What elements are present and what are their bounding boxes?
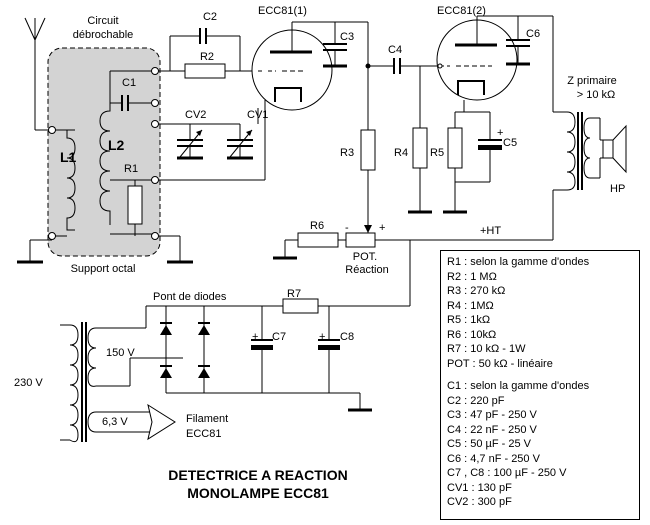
legend-item: CV1 : 130 pF: [447, 481, 512, 494]
output-transformer: [566, 111, 601, 191]
label-c8-plus: +: [319, 331, 325, 343]
resistor-r4: [408, 66, 432, 214]
diagram-subtitle: MONOLAMPE ECC81: [187, 485, 329, 501]
legend-item: C5 : 50 µF - 25 V: [447, 438, 531, 450]
label-ht: +HT: [480, 225, 501, 237]
legend-item: R2 : 1 MΩ: [447, 270, 497, 283]
label-cv1: CV1: [247, 109, 268, 121]
legend-gap: [447, 371, 633, 379]
legend-item: C2 : 220 pF: [447, 394, 505, 407]
legend-item: POT : 50 kΩ - linéaire: [447, 357, 553, 370]
label-c6: C6: [526, 28, 540, 40]
capacitor-c5: [478, 112, 502, 182]
ground-symbols: [17, 235, 193, 264]
label-c1: C1: [122, 77, 136, 89]
label-hp: HP: [610, 183, 625, 195]
label-c7: C7: [272, 331, 286, 343]
label-l1: L1: [60, 149, 77, 165]
label-c8: C8: [340, 331, 354, 343]
label-filament: Filament: [186, 413, 228, 425]
label-r5: R5: [430, 147, 444, 159]
label-tube2: ECC81(2): [437, 5, 486, 17]
label-z-primary: Z primaire: [567, 75, 617, 87]
label-r4: R4: [394, 147, 408, 159]
label-c3: C3: [340, 31, 354, 43]
resistor-r3: [360, 129, 376, 229]
diode-bridge: [160, 306, 210, 394]
resistor-r6: [273, 232, 346, 260]
label-pot-minus: -: [345, 222, 349, 234]
capacitor-c8: [318, 306, 340, 393]
resistor-r7: [282, 239, 411, 314]
label-c7-plus: +: [252, 331, 258, 343]
legend-item: R1 : selon la gamme d'ondes: [447, 256, 590, 268]
legend-item: C3 : 47 pF - 250 V: [447, 409, 537, 421]
label-l2: L2: [108, 137, 125, 153]
label-r6: R6: [310, 220, 324, 232]
loudspeaker: [600, 124, 627, 174]
legend-item: CV2 : 300 pF: [447, 496, 512, 508]
label-support-octal: Support octal: [71, 263, 136, 275]
label-reaction: Réaction: [345, 264, 388, 276]
legend-item: R7 : 10 kΩ - 1W: [447, 343, 526, 355]
tube-ecc81-2: [436, 19, 518, 101]
label-secondary: 150 V: [106, 347, 135, 359]
label-c5-plus: +: [497, 127, 503, 139]
variable-capacitor-cv1: [190, 108, 259, 160]
label-r7: R7: [287, 288, 301, 300]
legend-item: R4 : 1MΩ: [447, 299, 494, 312]
label-c4: C4: [388, 44, 402, 56]
plugin-pins: [48, 67, 159, 240]
capacitor-c7: [251, 306, 273, 393]
label-c5: C5: [503, 137, 517, 149]
resistor-r1: [110, 179, 155, 236]
label-diode-bridge: Pont de diodes: [153, 291, 227, 303]
diagram-title: DETECTRICE A REACTION: [168, 467, 347, 483]
label-pot-plus: +: [379, 222, 385, 234]
label-circuit: Circuit: [87, 15, 118, 27]
capacitor-c2: [159, 28, 241, 72]
label-c2: C2: [203, 11, 217, 23]
legend-item: R3 : 270 kΩ: [447, 285, 506, 297]
label-r2: R2: [200, 51, 214, 63]
label-pot: POT.: [353, 251, 377, 263]
potentiometer-reaction: [345, 220, 376, 248]
coil-l2: [99, 103, 111, 225]
label-r3: R3: [340, 147, 354, 159]
tube-ecc81-1: [251, 29, 333, 111]
legend-item: C7 , C8 : 100 µF - 250 V: [447, 467, 567, 479]
resistor-r5: [443, 100, 490, 214]
mains-transformer: [60, 322, 97, 443]
legend-item: C1 : selon la gamme d'ondes: [447, 380, 590, 392]
label-z-value: > 10 kΩ: [577, 89, 616, 101]
legend-item: R5 : 1kΩ: [447, 314, 491, 326]
label-mains: 230 V: [14, 377, 43, 389]
legend-item: R6 : 10kΩ: [447, 328, 497, 341]
label-cv2: CV2: [185, 109, 206, 121]
label-heater-volt: 6,3 V: [102, 416, 128, 428]
antenna-symbol: [24, 17, 46, 130]
heater-output: [96, 403, 176, 441]
capacitor-c6: [506, 16, 530, 66]
resistor-r2: [170, 63, 258, 79]
legend-item: C4 : 22 nF - 250 V: [447, 423, 537, 436]
legend-item: C6 : 4,7 nF - 250 V: [447, 452, 540, 465]
label-debrochable: débrochable: [73, 29, 134, 41]
label-r1: R1: [124, 163, 138, 175]
label-tube1: ECC81(1): [258, 5, 307, 17]
capacitor-c1: [109, 70, 155, 111]
label-filament-tube: ECC81: [186, 428, 221, 440]
capacitor-c4: [393, 58, 440, 74]
variable-capacitor-cv2: [159, 123, 203, 160]
capacitor-c3: [323, 22, 347, 68]
component-legend: R1 : selon la gamme d'ondes R2 : 1 MΩ R3 :…: [440, 250, 640, 520]
